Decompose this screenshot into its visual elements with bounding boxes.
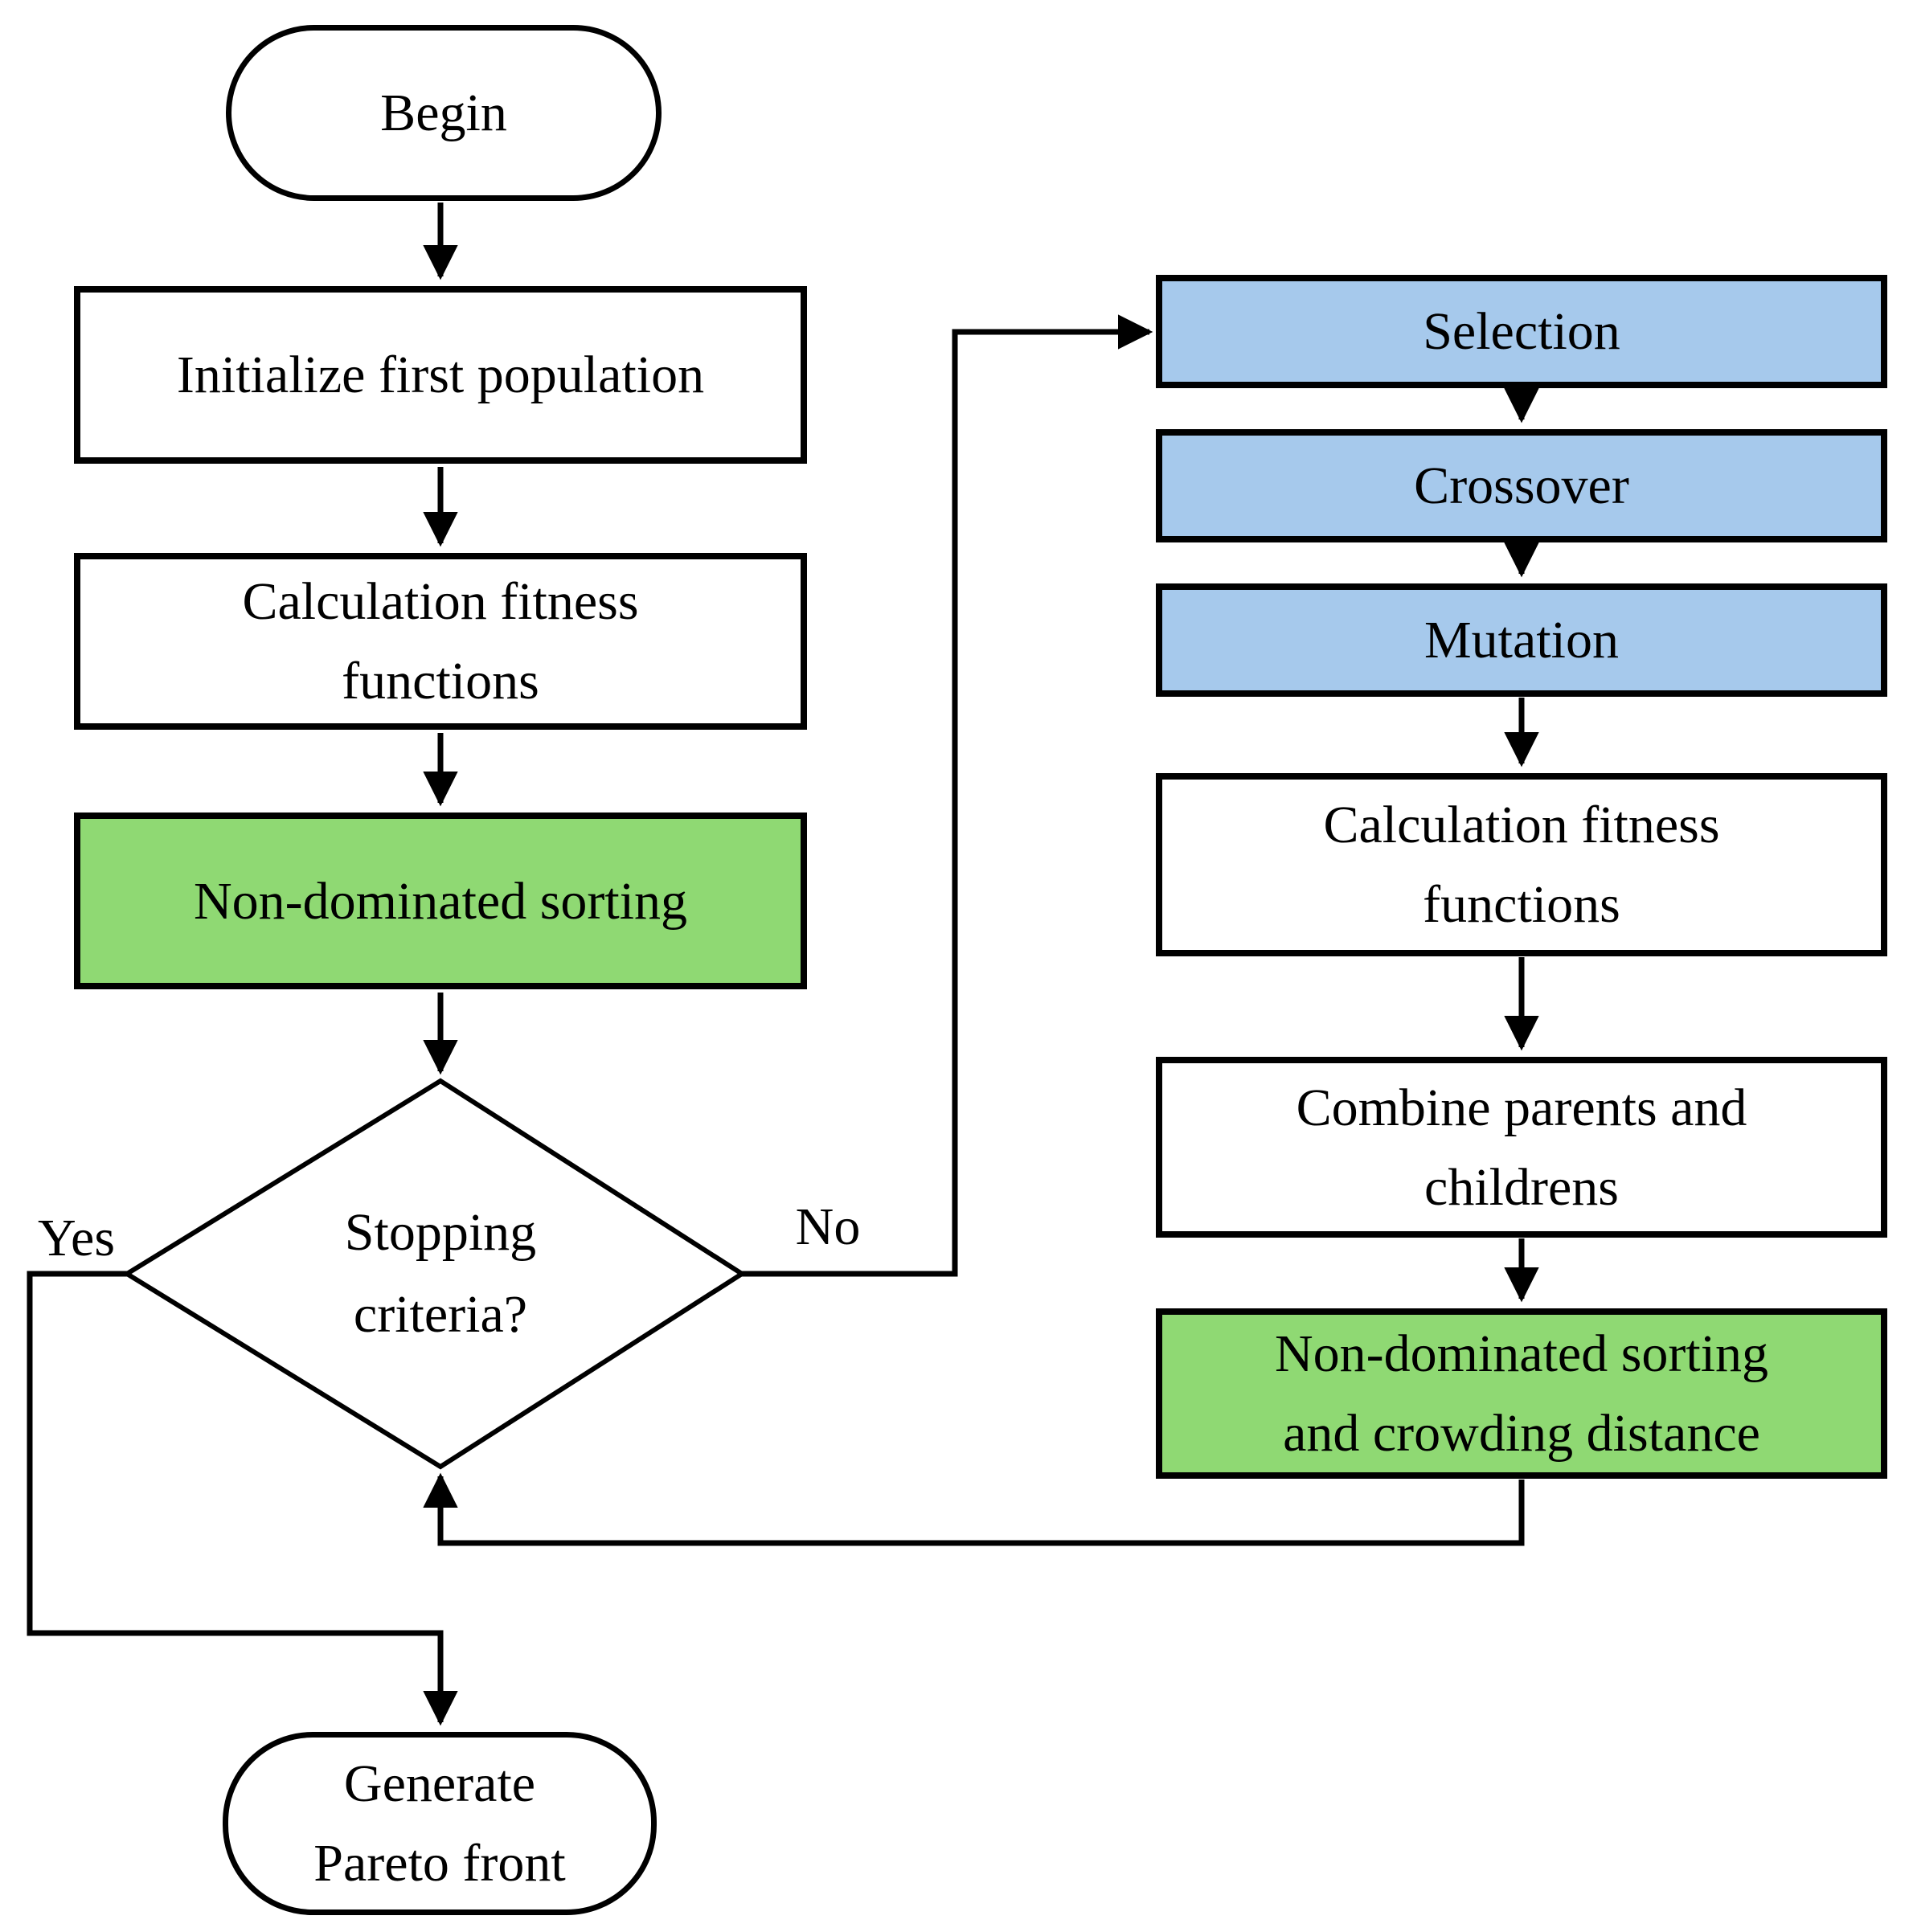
node-calc1-line1: Calculation fitness [242,572,639,631]
node-calc2-line2: functions [1423,875,1620,934]
node-calculation-fitness-1: Calculation fitness functions [74,553,807,730]
node-generate-line2: Pareto front [313,1834,566,1893]
edge-no-to-selection [742,314,1153,1277]
node-selection-label: Selection [1423,302,1620,361]
node-generate-pareto-front: Generate Pareto front [223,1732,657,1915]
node-initialize-first-population: Initialize first population [74,286,807,464]
node-non-dominated-sorting-crowding-distance: Non-dominated sorting and crowding dista… [1156,1308,1887,1479]
node-begin: Begin [226,25,662,201]
node-decision-line2: criteria? [353,1285,528,1344]
node-nds1-label: Non-dominated sorting [193,871,688,931]
node-calculation-fitness-2: Calculation fitness functions [1156,773,1887,956]
node-generate-line1: Generate [343,1754,536,1813]
node-combine-line1: Combine parents and [1296,1078,1747,1137]
node-stopping-criteria: Stopping criteria? [199,1173,682,1374]
node-combine-parents-childrens: Combine parents and childrens [1156,1057,1887,1238]
node-decision-line1: Stopping [344,1202,537,1262]
node-calc2-line1: Calculation fitness [1323,796,1720,854]
decision-diamond [122,1078,747,1470]
node-non-dominated-sorting: Non-dominated sorting [74,813,807,989]
node-nds2-line1: Non-dominated sorting [1274,1324,1769,1383]
edge-yes-to-generate [27,1271,458,1726]
node-calc1-line2: functions [342,652,539,710]
node-nds2-line2: and crowding distance [1283,1404,1760,1463]
branch-label-no: No [795,1197,861,1256]
node-selection: Selection [1156,275,1887,388]
node-crossover: Crossover [1156,429,1887,542]
node-combine-line2: childrens [1424,1157,1619,1217]
node-mutation: Mutation [1156,583,1887,697]
node-begin-label: Begin [380,84,507,142]
branch-label-yes: Yes [37,1209,116,1267]
node-initialize-label: Initialize first population [176,346,705,404]
node-crossover-label: Crossover [1414,456,1629,515]
edge-feedback-nds2-to-decision [423,1472,1525,1546]
node-mutation-label: Mutation [1424,611,1619,669]
